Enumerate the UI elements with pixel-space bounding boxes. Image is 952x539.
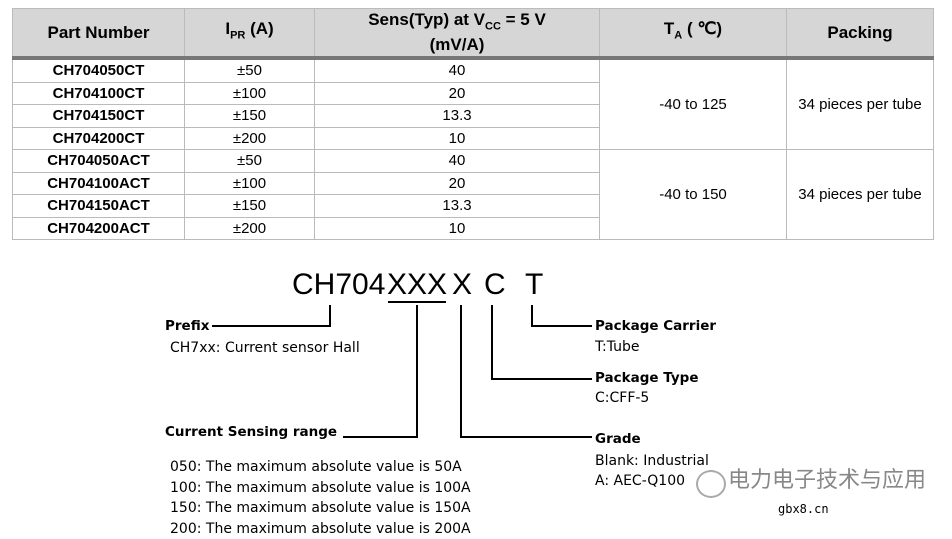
grade-item: A: AEC-Q100 — [595, 473, 685, 489]
range-list: 050: The maximum absolute value is 50A 1… — [170, 457, 471, 539]
prefix-title: Prefix — [165, 318, 209, 334]
watermark-site: gbx8.cn — [778, 502, 829, 516]
prefix-desc: CH7xx: Current sensor Hall — [170, 340, 360, 356]
grade-item: Blank: Industrial — [595, 453, 709, 469]
grade-title: Grade — [595, 431, 641, 447]
range-item: 050: The maximum absolute value is 50A — [170, 457, 471, 478]
range-title: Current Sensing range — [165, 424, 337, 440]
wechat-icon — [696, 470, 726, 498]
range-item: 100: The maximum absolute value is 100A — [170, 478, 471, 499]
watermark-text: 电力电子技术与应用 — [728, 468, 926, 494]
range-item: 150: The maximum absolute value is 150A — [170, 498, 471, 519]
range-item: 200: The maximum absolute value is 200A — [170, 519, 471, 539]
carrier-title: Package Carrier — [595, 318, 716, 334]
type-title: Package Type — [595, 370, 698, 386]
type-desc: C:CFF-5 — [595, 390, 649, 406]
carrier-desc: T:Tube — [595, 339, 640, 355]
